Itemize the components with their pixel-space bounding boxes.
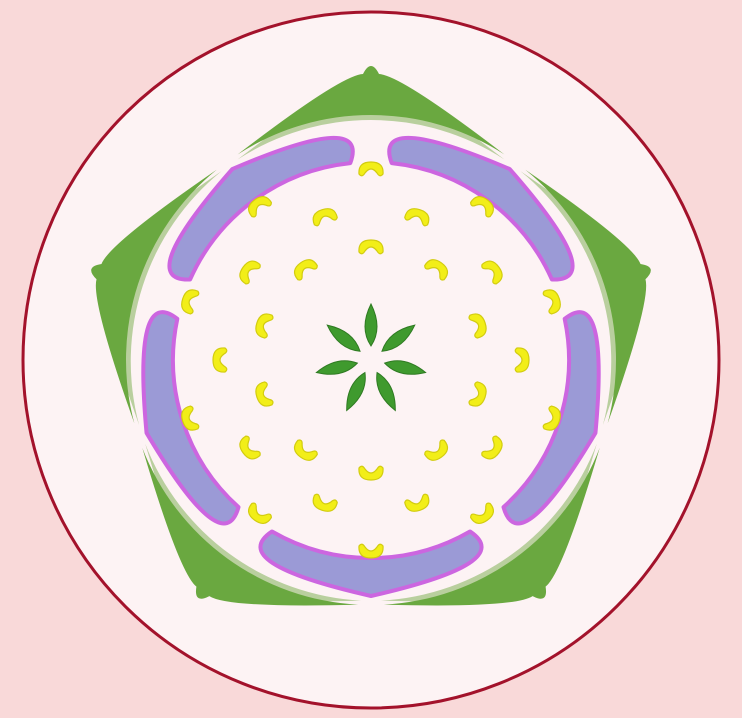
floral-diagram [0,0,742,718]
